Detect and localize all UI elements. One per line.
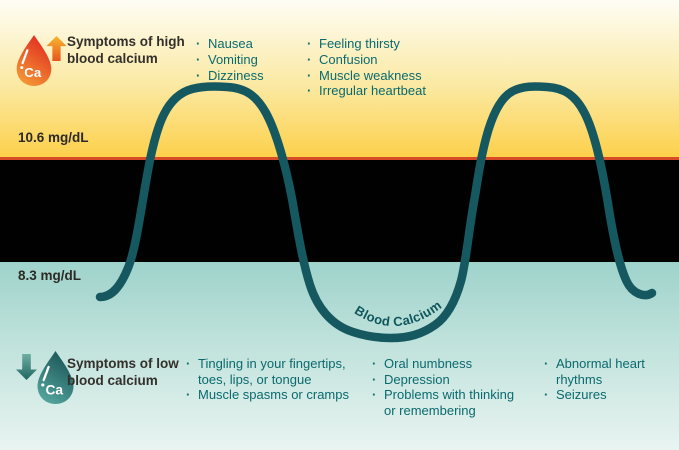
list-item: · Dizziness: [196, 68, 301, 84]
high-title-line1: Symptoms of high: [67, 34, 185, 49]
bullet-icon: ·: [307, 67, 312, 83]
arrow-down-icon: [16, 354, 37, 380]
list-item-text: Problems with thinking or remembering: [384, 387, 515, 418]
bullet-icon: ·: [186, 387, 191, 402]
list-item: · Vomiting: [196, 52, 301, 68]
low-threshold-label: 8.3 mg/dL: [18, 268, 82, 283]
bullet-icon: ·: [196, 51, 201, 67]
list-item: · Muscle weakness: [307, 68, 477, 84]
bullet-icon: ·: [544, 387, 549, 402]
list-item: · Seizures: [544, 387, 656, 403]
bullet-icon: ·: [372, 371, 377, 387]
list-item-text: Confusion: [319, 51, 378, 67]
list-item: · Confusion: [307, 52, 477, 68]
droplet-ca-label: Ca: [24, 65, 42, 80]
list-item-text: Seizures: [556, 387, 607, 402]
list-item-text: Vomiting: [208, 51, 258, 67]
list-item: · Muscle spasms or cramps: [186, 387, 366, 403]
calcium-wave-path: [95, 82, 657, 343]
list-item-text: Muscle spasms or cramps: [198, 387, 349, 402]
droplet-ca-label: Ca: [45, 382, 63, 397]
high-symptom-list-1: · Nausea · Vomiting · Dizziness: [196, 36, 301, 83]
list-item-text: Feeling thirsty: [319, 36, 400, 51]
bullet-icon: ·: [544, 356, 549, 371]
list-item-text: Irregular heartbeat: [319, 83, 426, 99]
list-item-text: Tingling in your fingertips, toes, lips,…: [198, 356, 346, 387]
bullet-icon: ·: [307, 83, 312, 99]
normal-calcium-zone-band: [0, 160, 679, 262]
high-symptom-list-2: · Feeling thirsty · Confusion · Muscle w…: [307, 36, 477, 99]
low-title-line1: Symptoms of low: [67, 356, 179, 371]
high-section-title: Symptoms of high blood calcium: [67, 34, 185, 67]
bullet-icon: ·: [196, 36, 201, 51]
list-item: · Feeling thirsty: [307, 36, 477, 52]
high-calcium-zone-band: [0, 0, 679, 157]
low-symptom-list-2: · Oral numbness · Depression · Problems …: [372, 356, 529, 418]
calcium-droplet-high-icon: Ca: [16, 35, 52, 86]
list-item-text: Nausea: [208, 36, 253, 51]
list-item-text: Muscle weakness: [319, 67, 422, 83]
droplet-shine-icon: [21, 49, 29, 65]
list-item: · Nausea: [196, 36, 301, 52]
bullet-icon: ·: [372, 387, 377, 402]
calcium-droplet-low-icon: Ca: [37, 351, 74, 404]
list-item-text: Depression: [384, 371, 450, 387]
list-item: · Abnormal heart rhythms: [544, 356, 656, 387]
list-item: · Tingling in your fingertips, toes, lip…: [186, 356, 366, 387]
list-item: · Problems with thinking or remembering: [372, 387, 529, 418]
bullet-icon: ·: [307, 51, 312, 67]
high-threshold-line: [0, 157, 679, 160]
bullet-icon: ·: [307, 36, 312, 51]
low-symptom-list-3: · Abnormal heart rhythms · Seizures: [544, 356, 656, 403]
list-item-text: Abnormal heart rhythms: [556, 356, 645, 387]
low-title-line2: blood calcium: [67, 372, 158, 388]
droplet-shine-icon: [42, 365, 50, 382]
list-item: · Oral numbness: [372, 356, 529, 372]
high-threshold-label: 10.6 mg/dL: [18, 130, 89, 145]
list-item-text: Dizziness: [208, 67, 264, 83]
arrow-up-icon: [46, 36, 67, 61]
low-symptom-list-1: · Tingling in your fingertips, toes, lip…: [186, 356, 366, 403]
list-item: · Depression: [372, 372, 529, 388]
bullet-icon: ·: [372, 356, 377, 371]
list-item: · Irregular heartbeat: [307, 83, 477, 99]
high-title-line2: blood calcium: [67, 50, 158, 66]
list-item-text: Oral numbness: [384, 356, 473, 371]
bullet-icon: ·: [196, 67, 201, 83]
low-section-title: Symptoms of low blood calcium: [67, 356, 179, 389]
bullet-icon: ·: [186, 356, 191, 371]
